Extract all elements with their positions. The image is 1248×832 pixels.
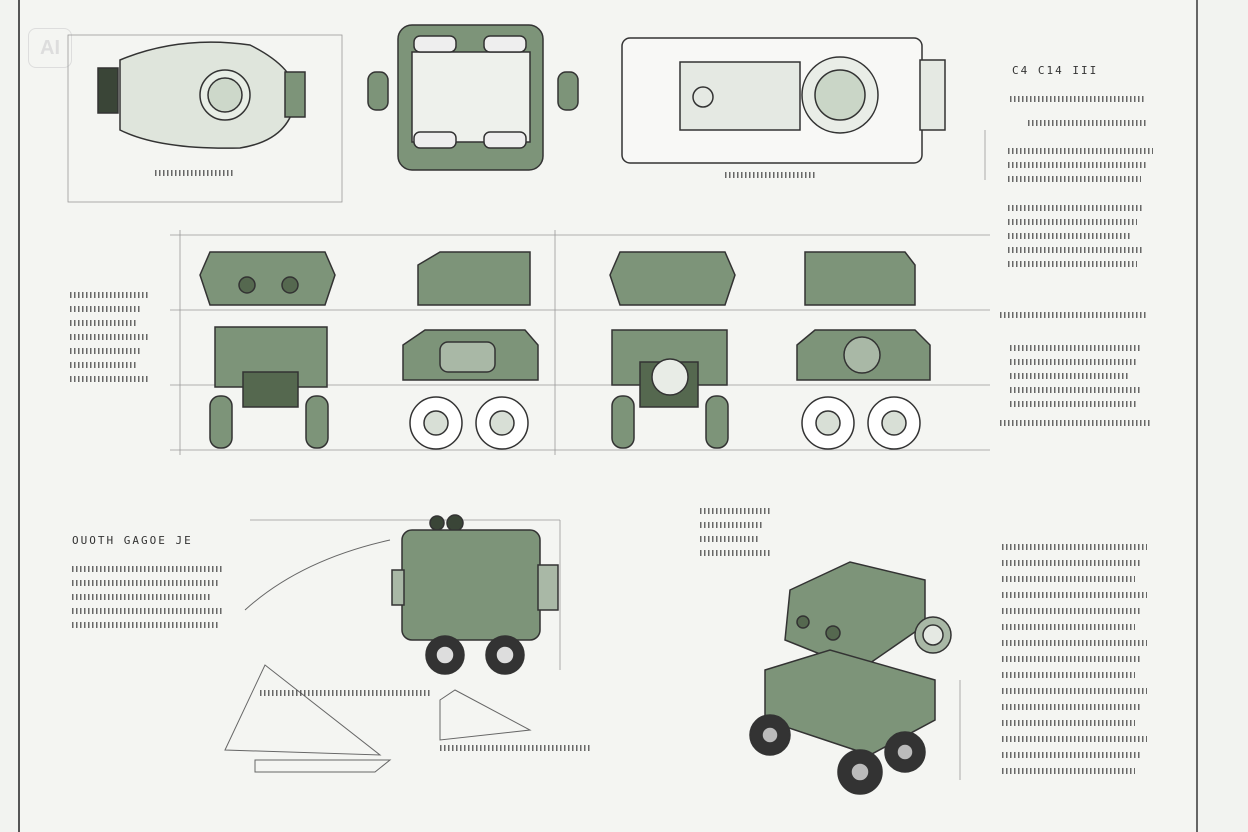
- annotation-text-line: [72, 608, 224, 614]
- annotation-text-line: [1010, 96, 1145, 102]
- front-view: [199, 251, 336, 449]
- annotation-text-line: [1002, 624, 1135, 630]
- annotation-text-line: [1010, 387, 1142, 393]
- top-view-3: [621, 37, 946, 164]
- annotation-text-line: [1002, 576, 1135, 582]
- annotation-text-line: [1002, 752, 1141, 758]
- annotation-text-line: [1002, 768, 1135, 774]
- heading-top-right: C4 C14 III: [1012, 64, 1099, 77]
- annotation-text-line: [1028, 120, 1146, 126]
- side-view-left: [402, 251, 539, 450]
- annotation-text-line: [72, 580, 218, 586]
- sketch-lines: [224, 539, 532, 773]
- annotation-text-line: [72, 622, 218, 628]
- annotation-text-line: [1002, 592, 1147, 598]
- orthographic-views: [199, 251, 931, 450]
- back-view: [609, 251, 736, 449]
- annotation-text-line: [72, 566, 224, 572]
- annotation-text-line: [1002, 720, 1135, 726]
- annotation-text-line: [700, 550, 770, 556]
- annotation-text-line: [70, 292, 148, 298]
- annotation-text-line: [1008, 162, 1147, 168]
- annotation-text-line: [1002, 608, 1141, 614]
- annotation-text-line: [725, 172, 815, 178]
- top-view-2: [367, 24, 579, 171]
- annotation-text-line: [1010, 373, 1130, 379]
- annotation-text-line: [1008, 247, 1143, 253]
- annotation-text-line: [1010, 345, 1142, 351]
- side-view-right: [796, 251, 931, 450]
- side-detail-view: [391, 514, 559, 675]
- annotation-text-line: [1002, 544, 1147, 550]
- annotation-text-line: [700, 508, 770, 514]
- annotation-text-line: [1008, 148, 1153, 154]
- annotation-text-line: [1008, 205, 1143, 211]
- heading-bottom-left: OUOTH GAGOE JE: [72, 534, 193, 547]
- annotation-text-line: [700, 536, 758, 542]
- ai-watermark: AI: [28, 28, 72, 68]
- annotation-text-line: [440, 745, 590, 751]
- annotation-text-line: [1002, 672, 1135, 678]
- annotation-text-line: [1002, 640, 1147, 646]
- annotation-text-line: [1002, 736, 1147, 742]
- annotation-text-line: [1010, 359, 1136, 365]
- annotation-text-line: [70, 348, 142, 354]
- annotation-text-line: [1010, 401, 1136, 407]
- annotation-text-line: [155, 170, 235, 176]
- annotation-text-line: [1002, 656, 1141, 662]
- annotation-text-line: [70, 376, 148, 382]
- annotation-text-line: [1008, 176, 1141, 182]
- annotation-text-line: [70, 334, 148, 340]
- annotation-text-line: [70, 320, 136, 326]
- annotation-text-line: [70, 306, 142, 312]
- annotation-text-line: [1002, 560, 1141, 566]
- annotation-text-line: [1002, 688, 1147, 694]
- annotation-text-line: [72, 594, 212, 600]
- annotation-text-line: [1000, 420, 1150, 426]
- annotation-text-line: [260, 690, 430, 696]
- annotation-text-line: [1002, 704, 1141, 710]
- isometric-robot: [749, 561, 952, 795]
- top-view-1: [97, 41, 306, 149]
- annotation-text-line: [70, 362, 136, 368]
- annotation-text-line: [700, 522, 764, 528]
- annotation-text-line: [1008, 219, 1137, 225]
- annotation-text-line: [1000, 312, 1146, 318]
- annotation-text-line: [1008, 261, 1137, 267]
- annotation-text-line: [1008, 233, 1131, 239]
